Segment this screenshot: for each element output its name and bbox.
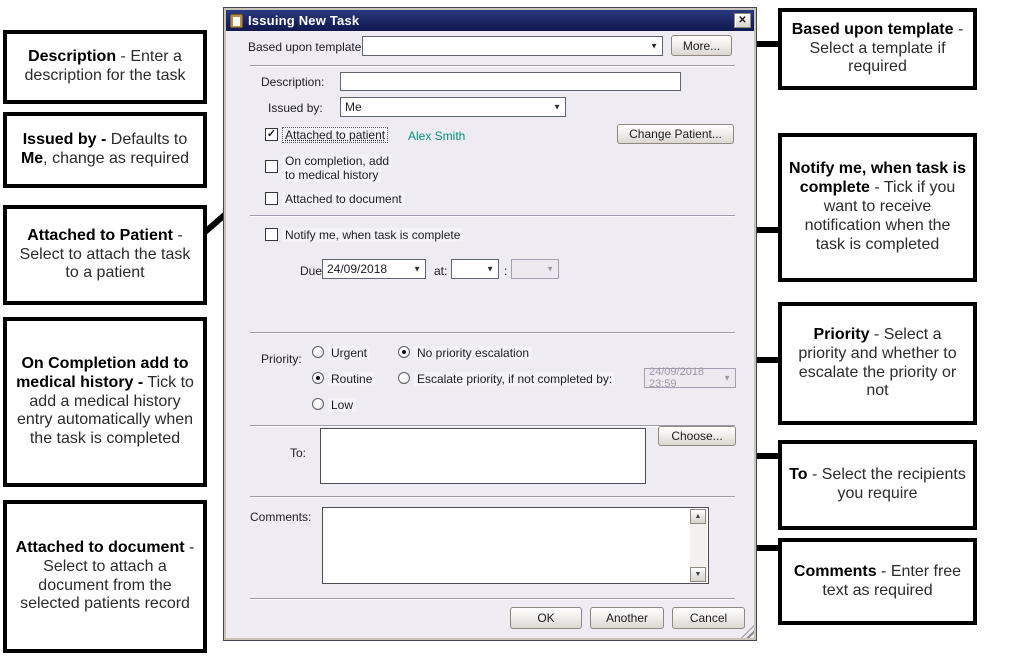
comments-scrollbar[interactable]: ▲ ▼ bbox=[690, 509, 707, 582]
priority-urgent-radio[interactable] bbox=[312, 346, 324, 358]
callout-to: To - Select the recipients you require bbox=[778, 440, 977, 530]
close-icon[interactable]: ✕ bbox=[734, 13, 751, 28]
callout-comments: Comments - Enter free text as required bbox=[778, 538, 977, 625]
priority-routine-label[interactable]: Routine bbox=[328, 372, 376, 386]
escalate-radio[interactable] bbox=[398, 372, 410, 384]
attached-to-patient-checkbox[interactable] bbox=[265, 128, 278, 141]
due-label: Due bbox=[300, 264, 323, 278]
dialog-title: Issuing New Task bbox=[248, 13, 360, 28]
more-button[interactable]: More... bbox=[671, 35, 732, 56]
chevron-down-icon[interactable]: ▼ bbox=[650, 41, 658, 51]
separator bbox=[250, 215, 735, 217]
separator bbox=[250, 496, 735, 498]
callout-description: Description - Enter a description for th… bbox=[3, 30, 207, 104]
attached-to-patient-label[interactable]: Attached to patient bbox=[282, 127, 389, 143]
choose-button[interactable]: Choose... bbox=[658, 426, 736, 446]
description-label: Description: bbox=[261, 75, 325, 89]
attached-to-document-checkbox[interactable] bbox=[265, 192, 278, 205]
chevron-down-icon: ▼ bbox=[723, 373, 731, 383]
notify-label[interactable]: Notify me, when task is complete bbox=[282, 228, 464, 242]
priority-low-radio[interactable] bbox=[312, 398, 324, 410]
on-completion-label-line1[interactable]: On completion, add bbox=[282, 154, 393, 168]
chevron-down-icon: ▼ bbox=[546, 264, 554, 274]
priority-urgent-label[interactable]: Urgent bbox=[328, 346, 371, 360]
priority-label: Priority: bbox=[261, 352, 302, 366]
escalate-label[interactable]: Escalate priority, if not completed by: bbox=[414, 372, 616, 386]
separator bbox=[250, 332, 735, 334]
separator bbox=[250, 425, 735, 427]
separator bbox=[250, 598, 735, 600]
clipboard-icon bbox=[230, 13, 243, 28]
callout-issued-by: Issued by - Defaults to Me, change as re… bbox=[3, 112, 207, 188]
notify-checkbox[interactable] bbox=[265, 228, 278, 241]
another-button[interactable]: Another bbox=[590, 607, 664, 629]
callout-priority: Priority - Select a priority and whether… bbox=[778, 302, 977, 425]
template-combobox[interactable]: ▼ bbox=[362, 36, 663, 56]
no-escalation-label[interactable]: No priority escalation bbox=[414, 346, 533, 360]
issued-by-label: Issued by: bbox=[268, 101, 323, 115]
on-completion-label-line2[interactable]: to medical history bbox=[282, 168, 382, 182]
description-input[interactable] bbox=[340, 72, 681, 91]
at-label: at: bbox=[434, 264, 448, 278]
callout-on-completion: On Completion add to medical history - T… bbox=[3, 317, 207, 487]
separator bbox=[250, 65, 735, 67]
no-escalation-radio[interactable] bbox=[398, 346, 410, 358]
to-recipients-box[interactable] bbox=[320, 428, 646, 484]
ok-button[interactable]: OK bbox=[510, 607, 582, 629]
based-upon-template-label: Based upon template: bbox=[248, 40, 365, 54]
escalate-datetime-value: 24/09/2018 23:59 bbox=[649, 366, 705, 390]
priority-low-label[interactable]: Low bbox=[328, 398, 357, 412]
chevron-down-icon[interactable]: ▼ bbox=[486, 264, 494, 274]
issued-by-value: Me bbox=[345, 100, 362, 114]
comments-label: Comments: bbox=[250, 510, 312, 524]
on-completion-checkbox[interactable] bbox=[265, 160, 278, 173]
patient-name: Alex Smith bbox=[408, 129, 466, 143]
issued-by-combobox[interactable]: Me ▼ bbox=[340, 97, 566, 117]
callout-attached-to-patient: Attached to Patient - Select to attach t… bbox=[3, 205, 207, 305]
time-colon-label: : bbox=[504, 264, 508, 278]
callout-attached-to-document: Attached to document - Select to attach … bbox=[3, 500, 207, 653]
change-patient-button[interactable]: Change Patient... bbox=[617, 124, 734, 144]
cancel-button[interactable]: Cancel bbox=[672, 607, 745, 629]
scroll-down-icon[interactable]: ▼ bbox=[690, 567, 706, 582]
attached-to-document-label[interactable]: Attached to document bbox=[282, 192, 405, 206]
dialog-titlebar[interactable]: Issuing New Task ✕ bbox=[226, 10, 754, 31]
scroll-up-icon[interactable]: ▲ bbox=[690, 509, 706, 524]
due-date-value: 24/09/2018 bbox=[327, 262, 388, 276]
escalate-datetime-combobox: 24/09/2018 23:59 ▼ bbox=[644, 366, 736, 390]
chevron-down-icon[interactable]: ▼ bbox=[413, 264, 421, 274]
due-date-combobox[interactable]: 24/09/2018 ▼ bbox=[322, 259, 426, 279]
callout-based-upon-template: Based upon template - Select a template … bbox=[778, 8, 977, 90]
to-label: To: bbox=[290, 446, 307, 460]
callout-notify-me: Notify me, when task is complete - Tick … bbox=[778, 133, 977, 282]
due-minute-combobox: ▼ bbox=[511, 259, 559, 279]
issuing-new-task-dialog: Issuing New Task ✕ Based upon template: … bbox=[223, 7, 757, 641]
priority-routine-radio[interactable] bbox=[312, 372, 324, 384]
chevron-down-icon[interactable]: ▼ bbox=[553, 102, 561, 112]
comments-textarea[interactable]: ▲ ▼ bbox=[322, 507, 709, 584]
due-hour-combobox[interactable]: ▼ bbox=[451, 259, 499, 279]
